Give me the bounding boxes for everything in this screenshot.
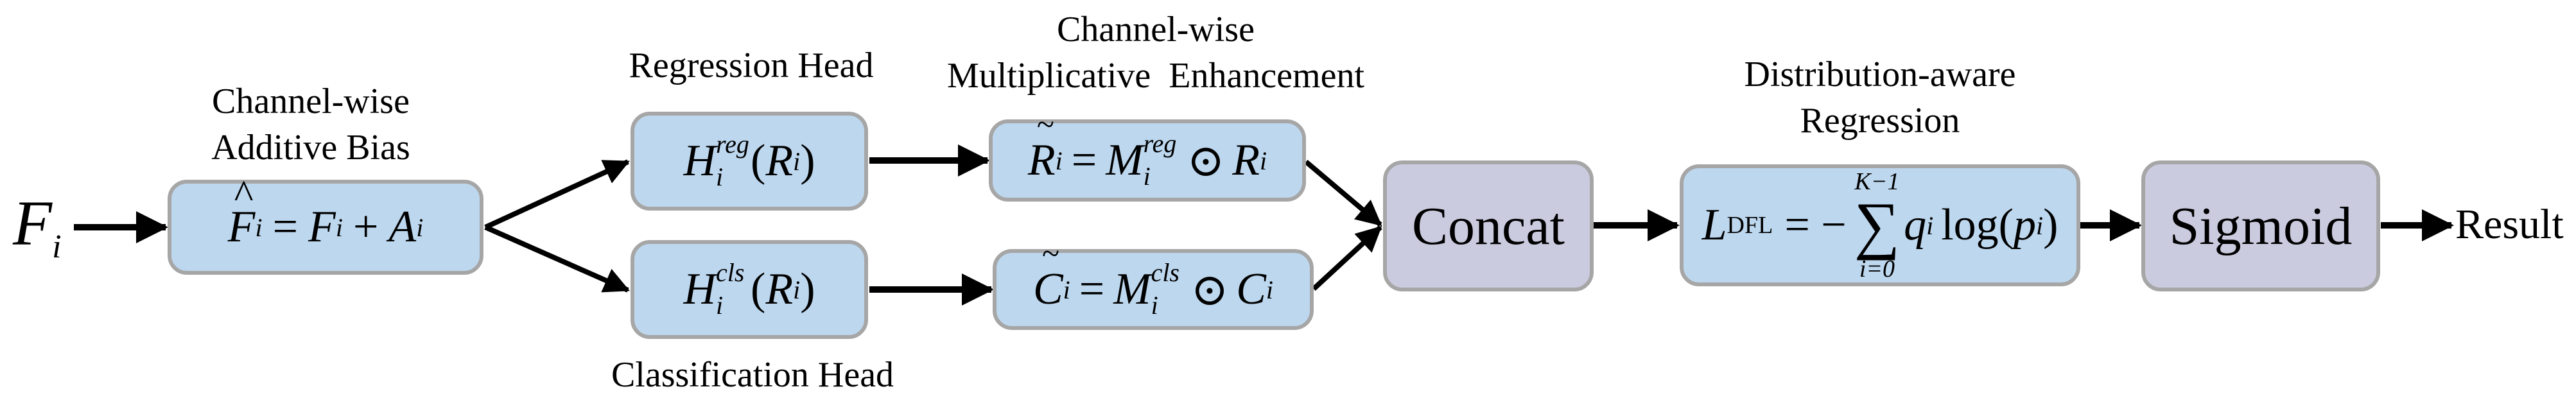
additive-bias-label: Channel-wise Additive Bias <box>211 78 410 171</box>
input-symbol: F <box>13 187 53 259</box>
sub: i <box>1055 146 1063 175</box>
concat-box: Concat <box>1383 160 1594 291</box>
sub: i <box>1926 211 1934 240</box>
arg: R <box>765 136 794 186</box>
h: H <box>683 136 717 186</box>
arrow-bias-to-cls-head <box>484 225 630 293</box>
h: H <box>683 264 717 314</box>
sup: reg <box>1143 129 1177 158</box>
sub: i <box>1063 275 1070 304</box>
arrow-reg-enh-to-concat <box>1304 159 1382 227</box>
sub: i <box>1143 162 1151 191</box>
term: R <box>1232 135 1260 185</box>
dfl-label: Distribution-aware Regression <box>1745 51 2016 144</box>
arrow-bias-to-reg-head <box>484 159 630 230</box>
plus: + <box>352 202 379 252</box>
sigmoid-box: Sigmoid <box>2141 160 2380 291</box>
label-line: Channel-wise <box>1057 10 1255 49</box>
sub: i <box>1151 291 1158 320</box>
sub: i <box>416 212 424 242</box>
paren: ) <box>800 264 815 314</box>
equals: = <box>272 202 299 252</box>
summation: K−1 ∑ i=0 <box>1854 169 1900 282</box>
sup: cls <box>716 258 745 287</box>
q: q <box>1904 200 1927 250</box>
enhancement-label: Channel-wise Multiplicative Enhancement <box>947 6 1364 99</box>
equals: = <box>1079 264 1105 314</box>
sigma-icon: ∑ <box>1854 189 1901 261</box>
sub: i <box>793 146 801 176</box>
r-tilde: R <box>1028 105 1056 186</box>
classification-head-label: Classification Head <box>611 355 894 395</box>
label-line: Regression <box>1800 101 1960 141</box>
mask: M <box>1113 264 1151 314</box>
arrow-cls-enh-to-concat <box>1312 225 1382 291</box>
label-line: Multiplicative Enhancement <box>946 56 1365 96</box>
sup: cls <box>1151 258 1179 287</box>
result-label: Result <box>2455 201 2564 248</box>
label-line: Channel-wise <box>212 82 410 121</box>
input-feature: Fi <box>13 186 62 266</box>
term: F <box>308 202 336 252</box>
lower-limit: i=0 <box>1859 255 1895 282</box>
sub: i <box>2035 211 2044 240</box>
hadamard-op: ⊙ <box>1187 136 1225 186</box>
log: log( <box>1941 200 2014 250</box>
sup: reg <box>716 130 749 159</box>
sub: i <box>716 291 724 320</box>
regression-head-label: Regression Head <box>629 46 874 85</box>
sub: i <box>1259 146 1267 175</box>
term: A <box>388 202 417 252</box>
upper-limit: K−1 <box>1854 168 1900 195</box>
hadamard-op: ⊙ <box>1190 265 1229 315</box>
equals-minus: = − <box>1784 200 1847 250</box>
paren: ( <box>751 264 766 314</box>
f-hat: F <box>228 171 256 253</box>
sub: i <box>1266 275 1274 304</box>
c-tilde: C <box>1033 234 1063 315</box>
paren: ( <box>751 136 766 186</box>
sub: i <box>793 275 801 304</box>
input-subscript: i <box>52 229 62 265</box>
sub: i <box>255 212 263 242</box>
term: C <box>1236 264 1266 314</box>
label-line: Distribution-aware <box>1744 55 2016 94</box>
sub: i <box>335 212 343 242</box>
mask: M <box>1106 135 1144 185</box>
additive-bias-box: Fi = Fi + Ai <box>168 171 483 275</box>
paren: ) <box>800 136 815 186</box>
paren: ) <box>2043 200 2058 250</box>
sub: i <box>716 162 724 191</box>
sub: DFL <box>1727 212 1773 239</box>
p: p <box>2013 200 2036 250</box>
label-line: Additive Bias <box>211 128 410 168</box>
arg: R <box>765 264 794 314</box>
equals: = <box>1071 135 1097 185</box>
loss: L <box>1701 200 1727 250</box>
